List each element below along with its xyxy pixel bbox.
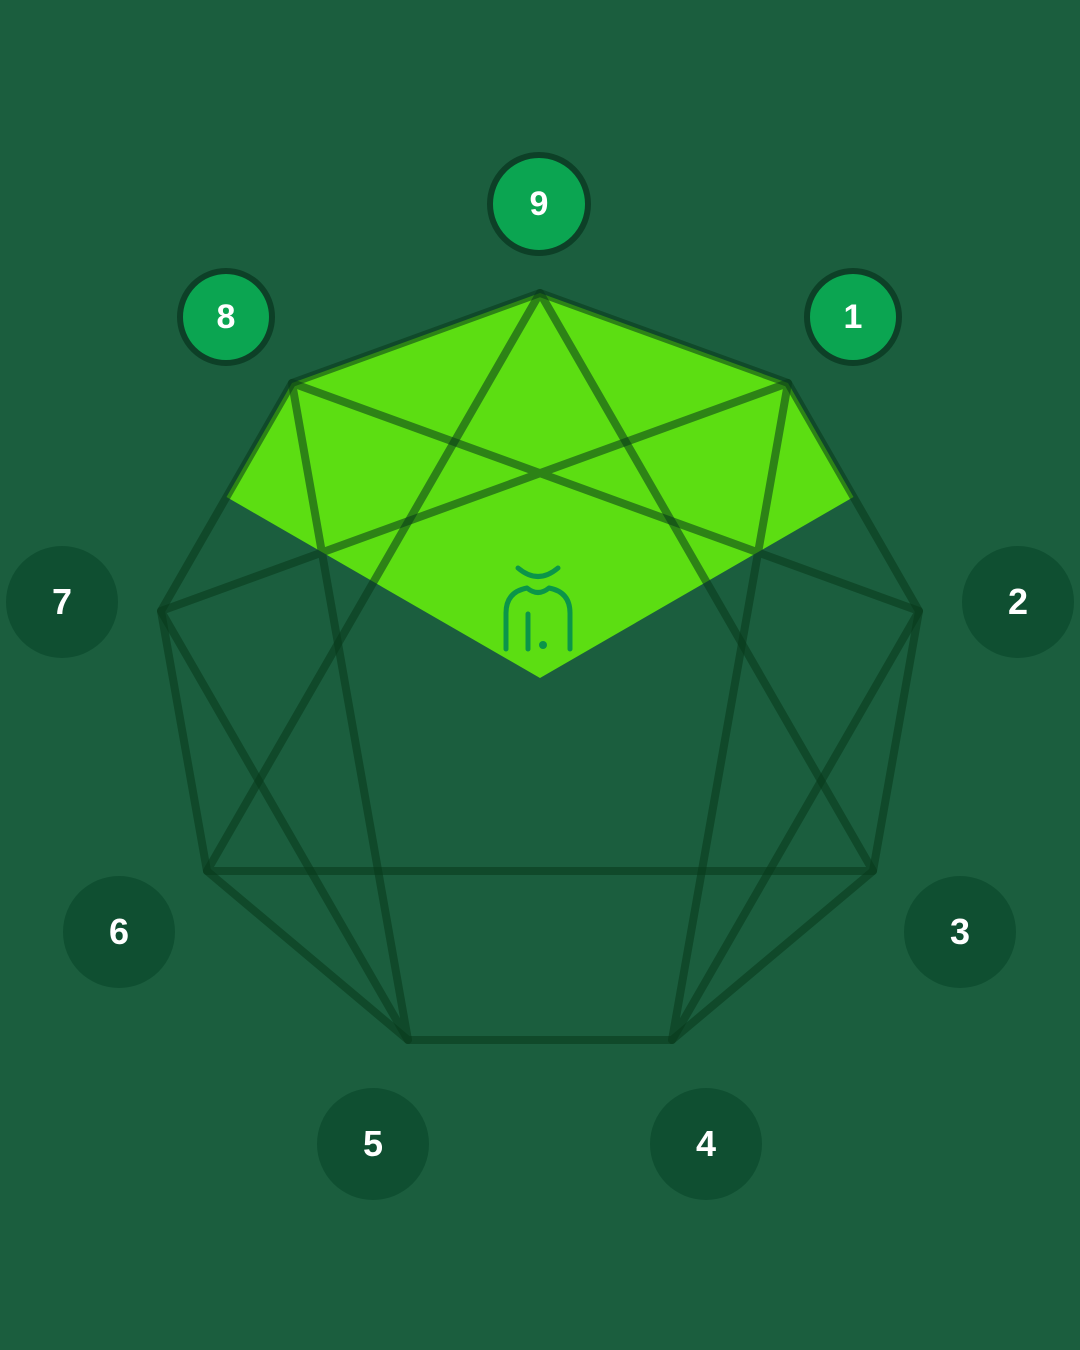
type-4-label: 4 — [695, 1123, 717, 1164]
hexad-lines — [157, 379, 923, 1044]
type-3-label: 3 — [949, 911, 971, 952]
type-7-node: 7 — [6, 546, 118, 658]
type-9-node: 9 — [487, 152, 591, 256]
type-6-node: 6 — [63, 876, 175, 988]
type-8-label: 8 — [216, 298, 236, 336]
type-9-label: 9 — [529, 185, 549, 223]
body-icon — [503, 565, 573, 652]
type-5-node: 5 — [317, 1088, 429, 1200]
type-1-node: 1 — [804, 268, 902, 366]
type-5-label: 5 — [362, 1123, 384, 1164]
nonagon-outline — [157, 289, 923, 1044]
body-center-highlight-region — [226, 293, 854, 678]
type-3-node: 3 — [904, 876, 1016, 988]
type-6-label: 6 — [108, 911, 130, 952]
triangle-lines — [203, 289, 877, 875]
type-2-label: 2 — [1007, 581, 1029, 622]
type-8-node: 8 — [177, 268, 275, 366]
type-2-node: 2 — [962, 546, 1074, 658]
type-7-label: 7 — [51, 581, 73, 622]
type-1-label: 1 — [843, 298, 863, 336]
type-4-node: 4 — [650, 1088, 762, 1200]
